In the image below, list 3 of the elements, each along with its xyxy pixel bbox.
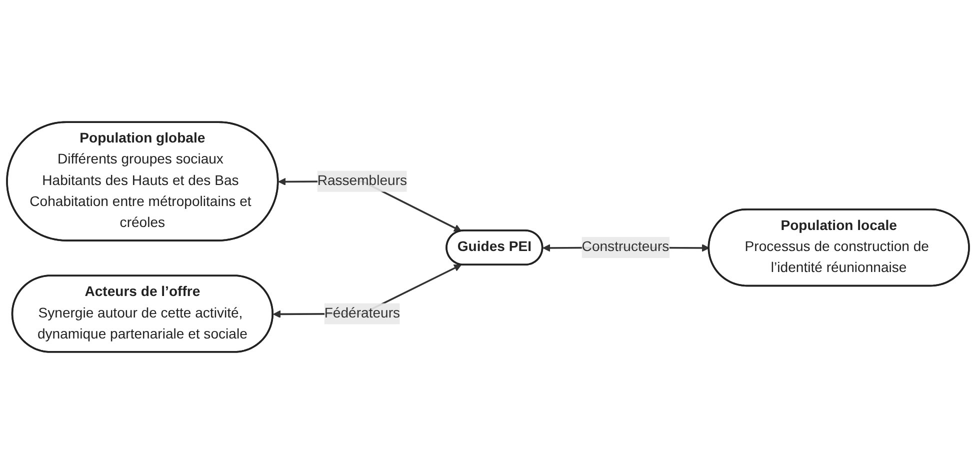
edge-label: Fédérateurs: [324, 306, 400, 321]
edge-label: Rassembleurs: [317, 173, 408, 188]
edge-label: Constructeurs: [582, 240, 670, 255]
